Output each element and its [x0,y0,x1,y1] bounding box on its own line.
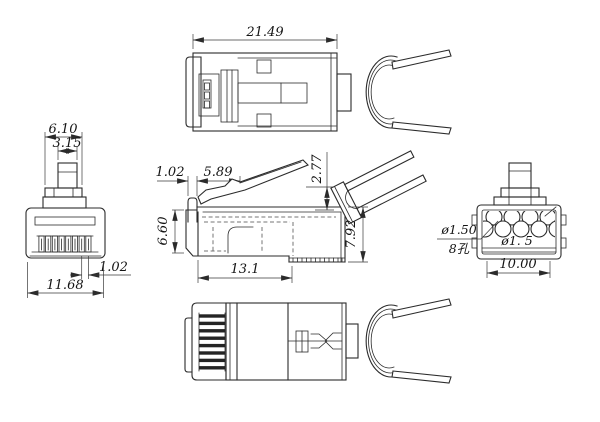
dim-contact-pitch: 1.02 [70,256,131,279]
side-view: 1.02 5.89 [156,150,427,283]
svg-text:8孔: 8孔 [449,241,470,256]
front-lip [187,197,198,223]
latch-window [34,216,96,226]
strain-relief-clip-bottom [365,298,452,384]
clip-prong [391,298,452,319]
dim-front-lip: 1.02 [156,165,198,196]
dim-hole-diameter-text: ø1. 5 [500,233,532,248]
contact-bars [198,312,226,372]
shield-window [256,59,272,74]
front-cap [185,56,202,128]
dim-front-height: 6.60 [156,209,184,254]
front-nose [184,317,193,373]
svg-text:5.89: 5.89 [204,165,233,180]
front-latch [42,162,87,209]
wire-channel [227,226,254,254]
svg-text:10.00: 10.00 [499,257,536,272]
dim-overall-length: 21.49 [192,25,338,49]
dim-latch-rise: 2.77 [306,152,334,211]
top-view-body [185,52,352,132]
bottom-view [184,298,452,384]
svg-text:1.02: 1.02 [156,165,185,180]
rear-view: ø1. 5 ø1.50 8孔 10.00 [437,162,567,278]
side-body [185,197,346,263]
shield-window [256,113,272,128]
svg-text:11.68: 11.68 [46,278,83,293]
break-mark [324,332,342,350]
rear-body: ø1. 5 [471,204,567,260]
dim-rear-width: 10.00 [486,257,551,278]
front-cap [191,302,227,381]
clip-prong [391,49,452,70]
neck [336,73,352,112]
break-mark [310,333,328,349]
clip-prong [391,121,452,135]
svg-text:2.77: 2.77 [310,154,325,185]
dim-overall-width: 11.68 [27,262,104,298]
collar [220,69,239,123]
shield-serration [292,257,343,263]
rear-latch [493,162,547,206]
dim-latch-tip-width: 3.15 [53,136,82,160]
strain-relief-clip-side [330,150,427,225]
svg-text:13.1: 13.1 [231,262,260,277]
svg-text:6.10: 6.10 [49,122,78,137]
svg-text:6.60: 6.60 [156,217,171,246]
neck [345,323,359,359]
dim-latch-base-width: 6.10 [44,122,83,185]
latch-lever [197,159,309,205]
dim-body-length: 13.1 [197,260,293,283]
svg-text:7.92: 7.92 [344,220,359,249]
dim-overall-length-text: 21.49 [245,25,283,40]
strain-relief-clip-top [365,49,452,135]
dim-rear-height: 7.92 [344,206,368,263]
contact-pins [38,235,92,253]
latch-lever-top [237,82,308,104]
svg-text:3.15: 3.15 [53,136,82,151]
front-view: 6.10 3.15 [25,122,131,298]
top-view: 21.49 [185,25,452,135]
svg-text:1.02: 1.02 [99,260,128,275]
svg-text:ø1.50: ø1.50 [440,222,476,237]
wire-holes [483,211,555,238]
clip-prong [391,370,452,384]
bottom-body [225,302,359,381]
hole-note: ø1.50 8孔 [437,220,499,256]
